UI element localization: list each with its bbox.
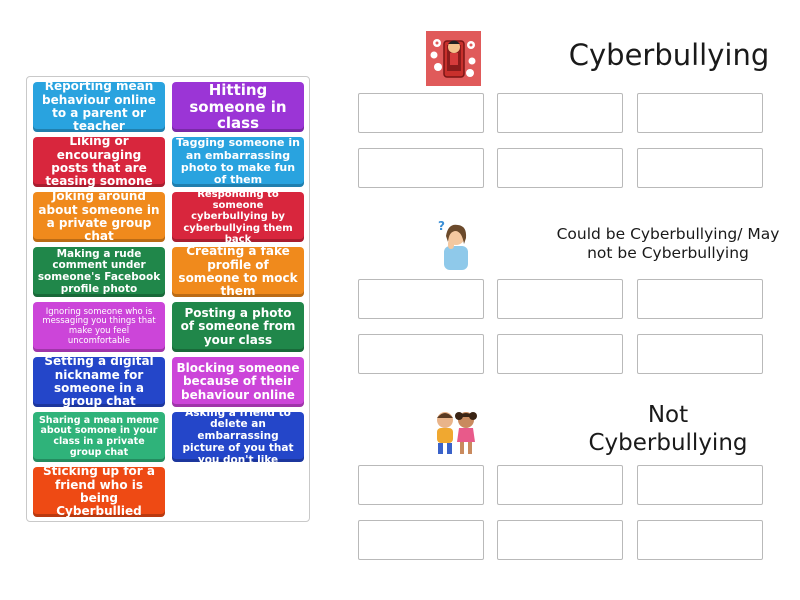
drop-slot-maybe-6[interactable] bbox=[637, 334, 763, 374]
cyberbully-phone-icon bbox=[426, 31, 481, 86]
svg-text:?: ? bbox=[438, 219, 445, 233]
drop-slot-cyberbullying-1[interactable] bbox=[358, 93, 484, 133]
drop-slot-cyberbullying-4[interactable] bbox=[358, 148, 484, 188]
card-ignoring-someone[interactable]: Ignoring someone who is messaging you th… bbox=[33, 302, 165, 352]
card-rude-comment-facebook[interactable]: Making a rude comment under someone's Fa… bbox=[33, 247, 165, 297]
category-title-could-be-cyberbullying: Could be Cyberbullying/ May not be Cyber… bbox=[556, 225, 780, 263]
drop-slot-not-5[interactable] bbox=[497, 520, 623, 560]
drop-slot-cyberbullying-3[interactable] bbox=[637, 93, 763, 133]
card-hitting-someone[interactable]: Hitting someone in class bbox=[172, 81, 304, 132]
drop-slot-maybe-1[interactable] bbox=[358, 279, 484, 319]
card-liking-encouraging-posts[interactable]: Liking or encouraging posts that are tea… bbox=[33, 134, 165, 188]
drop-slot-not-4[interactable] bbox=[358, 520, 484, 560]
drop-slot-not-6[interactable] bbox=[637, 520, 763, 560]
card-joking-private-chat[interactable]: Joking around about someone in a private… bbox=[33, 189, 165, 243]
card-blocking-someone[interactable]: Blocking someone because of their behavi… bbox=[172, 357, 304, 407]
card-sharing-mean-meme[interactable]: Sharing a mean meme about somone in your… bbox=[33, 412, 165, 462]
drop-slot-not-1[interactable] bbox=[358, 465, 484, 505]
drop-slot-maybe-2[interactable] bbox=[497, 279, 623, 319]
card-responding-cyberbullying-back[interactable]: Responding to someone cyberbullying by c… bbox=[172, 189, 304, 245]
card-sticking-up-for-friend[interactable]: Sticking up for a friend who is being Cy… bbox=[33, 464, 165, 518]
card-creating-fake-profile[interactable]: Creating a fake profile of someone to mo… bbox=[172, 244, 304, 298]
drop-slot-maybe-3[interactable] bbox=[637, 279, 763, 319]
confused-girl-icon: ? bbox=[434, 218, 474, 273]
category-title-cyberbullying: Cyberbullying bbox=[568, 38, 770, 72]
card-reporting-mean-behaviour[interactable]: Reporting mean behaviour online to a par… bbox=[33, 79, 165, 133]
card-asking-friend-delete[interactable]: Asking a friend to delete an embarrassin… bbox=[172, 407, 304, 466]
drop-slot-cyberbullying-5[interactable] bbox=[497, 148, 623, 188]
drop-slot-maybe-4[interactable] bbox=[358, 334, 484, 374]
drop-slot-not-2[interactable] bbox=[497, 465, 623, 505]
drop-slot-cyberbullying-2[interactable] bbox=[497, 93, 623, 133]
drop-slot-maybe-5[interactable] bbox=[497, 334, 623, 374]
card-digital-nickname[interactable]: Setting a digital nickname for someone i… bbox=[33, 354, 165, 408]
card-posting-photo[interactable]: Posting a photo of someone from your cla… bbox=[172, 302, 304, 352]
friends-icon bbox=[428, 408, 483, 456]
drop-slot-not-3[interactable] bbox=[637, 465, 763, 505]
category-title-not-cyberbullying: Not Cyberbullying bbox=[588, 402, 748, 456]
card-tagging-embarrassing-photo[interactable]: Tagging someone in an embarrassing photo… bbox=[172, 137, 304, 187]
drop-slot-cyberbullying-6[interactable] bbox=[637, 148, 763, 188]
